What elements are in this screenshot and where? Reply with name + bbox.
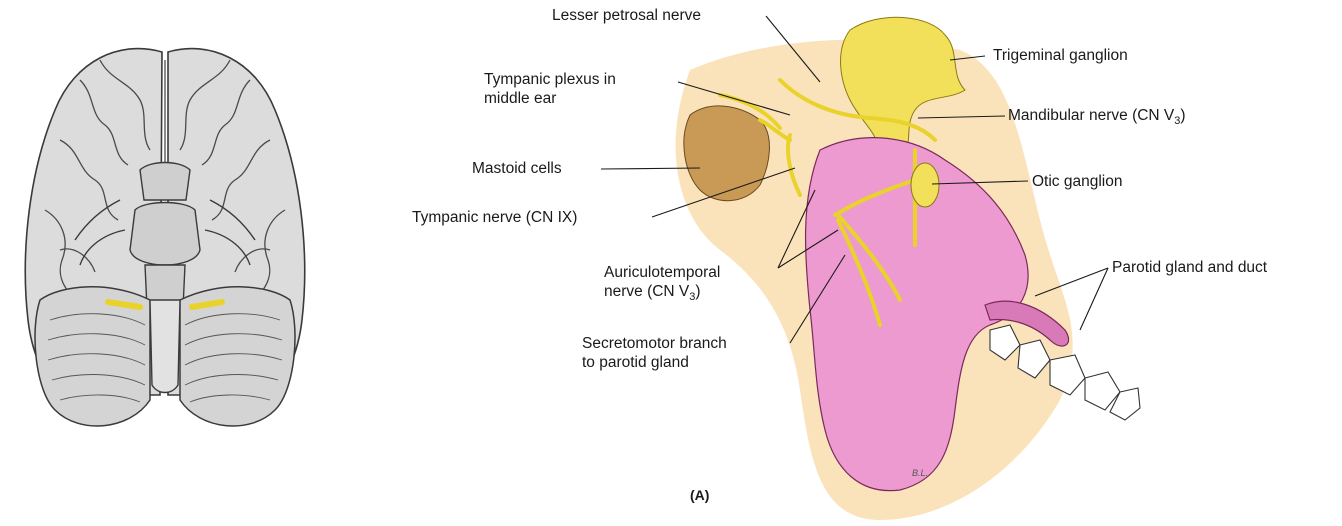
- label-mandibular-nerve-text: Mandibular nerve (CN V: [1008, 107, 1174, 124]
- label-auriculotemporal-line1: Auriculotemporal: [604, 263, 720, 282]
- label-auriculotemporal-line2-text: nerve (CN V: [604, 283, 689, 300]
- mastoid-cells-shape: [684, 106, 770, 201]
- label-lesser-petrosal-nerve: Lesser petrosal nerve: [552, 6, 701, 25]
- label-mastoid-cells: Mastoid cells: [472, 159, 562, 178]
- label-mandibular-nerve: Mandibular nerve (CN V3): [1008, 106, 1186, 131]
- otic-ganglion-shape: [911, 163, 939, 207]
- label-auriculotemporal-line2: nerve (CN V3): [604, 282, 720, 307]
- label-trigeminal-ganglion: Trigeminal ganglion: [993, 46, 1128, 65]
- label-tympanic-plexus: Tympanic plexus in middle ear: [484, 70, 616, 108]
- label-tympanic-nerve: Tympanic nerve (CN IX): [412, 208, 577, 227]
- label-tympanic-plexus-line1: Tympanic plexus in: [484, 70, 616, 89]
- label-tympanic-plexus-line2: middle ear: [484, 89, 616, 108]
- label-mandibular-nerve-close: ): [1180, 107, 1185, 124]
- label-secretomotor-line2: to parotid gland: [582, 353, 727, 372]
- artist-signature: B.L.: [912, 464, 928, 483]
- label-secretomotor-line1: Secretomotor branch: [582, 334, 727, 353]
- label-secretomotor-branch: Secretomotor branch to parotid gland: [582, 334, 727, 372]
- label-auriculotemporal-close: ): [695, 283, 700, 300]
- panel-letter: (A): [690, 486, 709, 505]
- label-parotid-gland-duct: Parotid gland and duct: [1112, 258, 1267, 277]
- label-otic-ganglion: Otic ganglion: [1032, 172, 1122, 191]
- label-auriculotemporal-nerve: Auriculotemporal nerve (CN V3): [604, 263, 720, 307]
